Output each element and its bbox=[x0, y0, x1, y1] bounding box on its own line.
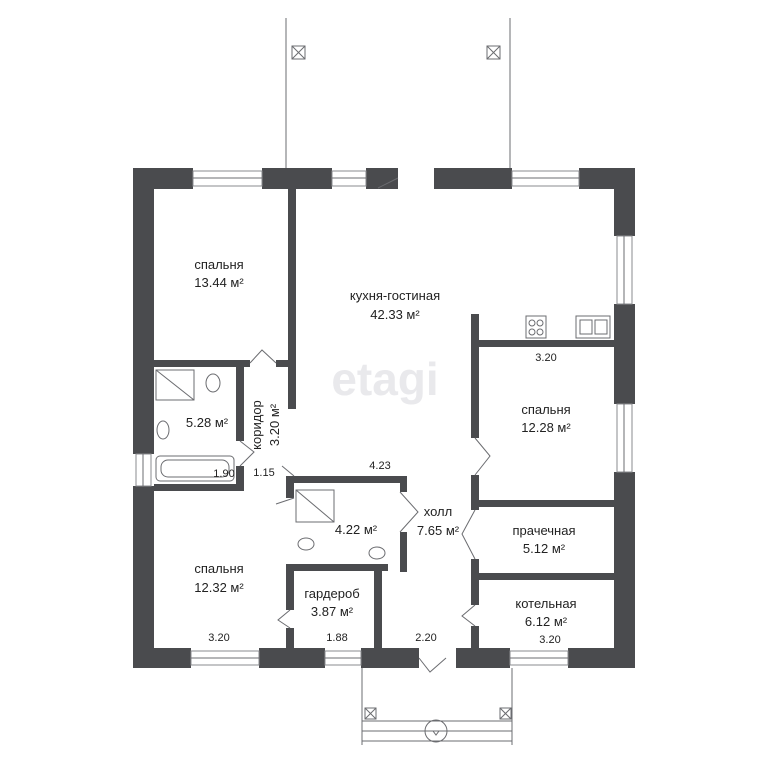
room-name: спальня bbox=[194, 257, 243, 272]
room-area: 42.33 м² bbox=[370, 307, 420, 322]
room-area: 12.32 м² bbox=[194, 580, 244, 595]
room-name: спальня bbox=[521, 402, 570, 417]
room-area: 12.28 м² bbox=[521, 420, 571, 435]
dimension-label: 3.20 bbox=[539, 634, 560, 646]
dimension-label: 1.90 bbox=[213, 468, 234, 480]
dimension-label: 2.20 bbox=[415, 632, 436, 644]
dimension-labels: 3.20 4.23 1.15 1.90 3.20 1.88 2.20 3.20 bbox=[208, 352, 560, 646]
room-name: коридор bbox=[249, 400, 264, 450]
room-name: кухня-гостиная bbox=[350, 288, 440, 303]
dimension-label: 1.88 bbox=[326, 632, 347, 644]
dimension-label: 4.23 bbox=[369, 460, 390, 472]
room-area: 7.65 м² bbox=[417, 523, 460, 538]
dimension-label: 3.20 bbox=[535, 352, 556, 364]
fixtures bbox=[155, 315, 611, 560]
room-area: 4.22 м² bbox=[335, 522, 378, 537]
doors bbox=[239, 177, 491, 673]
interior-walls bbox=[154, 189, 614, 648]
room-name: холл bbox=[424, 504, 452, 519]
dimension-label: 1.15 bbox=[253, 467, 274, 479]
exterior-walls bbox=[133, 168, 635, 668]
room-labels: спальня 13.44 м² кухня-гостиная 42.33 м²… bbox=[186, 257, 577, 629]
porch-bottom bbox=[361, 668, 513, 745]
windows bbox=[135, 170, 633, 666]
room-name: прачечная bbox=[512, 523, 575, 538]
dimension-label: 3.20 bbox=[208, 632, 229, 644]
room-area: 5.12 м² bbox=[523, 541, 566, 556]
room-area: 3.20 м² bbox=[267, 403, 282, 446]
room-name: спальня bbox=[194, 561, 243, 576]
room-area: 13.44 м² bbox=[194, 275, 244, 290]
watermark: etagi bbox=[331, 353, 438, 405]
room-area: 6.12 м² bbox=[525, 614, 568, 629]
room-name: гардероб bbox=[304, 586, 359, 601]
terrace-top bbox=[285, 18, 511, 168]
room-name: котельная bbox=[515, 596, 576, 611]
room-area: 3.87 м² bbox=[311, 604, 354, 619]
room-area: 5.28 м² bbox=[186, 415, 229, 430]
